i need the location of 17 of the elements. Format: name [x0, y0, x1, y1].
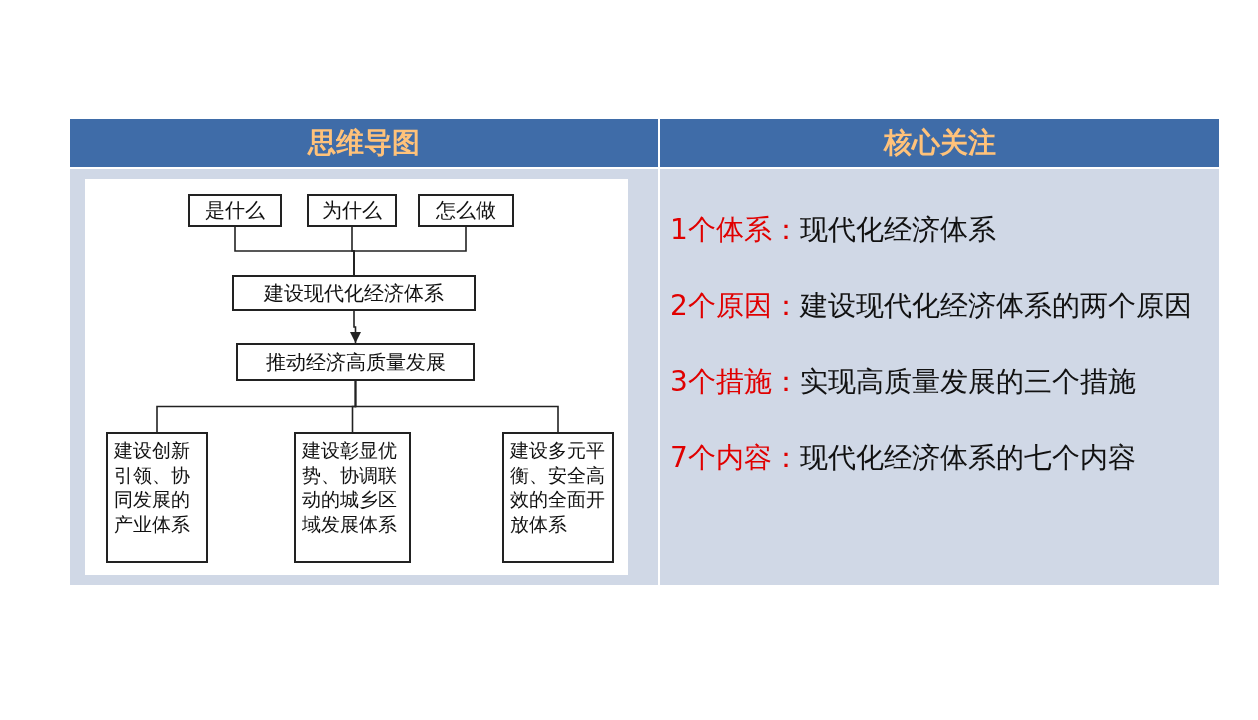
- connector-line: [354, 380, 559, 433]
- process-box: 建设多元平衡、安全高效的全面开放体系: [502, 432, 614, 563]
- arrow: [349, 310, 362, 344]
- connector-line: [353, 226, 467, 276]
- text-line: 1个体系：现代化经济体系: [670, 212, 997, 248]
- process-box: 推动经济高质量发展: [236, 343, 475, 381]
- text-line: 3个措施：实现高质量发展的三个措施: [670, 364, 1137, 400]
- process-box: 为什么: [307, 194, 397, 227]
- header-cell: 核心关注: [660, 119, 1219, 167]
- process-box: 建设现代化经济体系: [232, 275, 476, 311]
- text-line: 7个内容：现代化经济体系的七个内容: [670, 440, 1137, 476]
- process-box: 是什么: [188, 194, 282, 227]
- header-cell: 思维导图: [70, 119, 658, 167]
- process-box: 怎么做: [418, 194, 514, 227]
- process-box: 建设创新引领、协同发展的产业体系: [106, 432, 208, 563]
- process-box: 建设彰显优势、协调联动的城乡区域发展体系: [294, 432, 411, 563]
- text-line: 2个原因：建设现代化经济体系的两个原因: [670, 288, 1193, 324]
